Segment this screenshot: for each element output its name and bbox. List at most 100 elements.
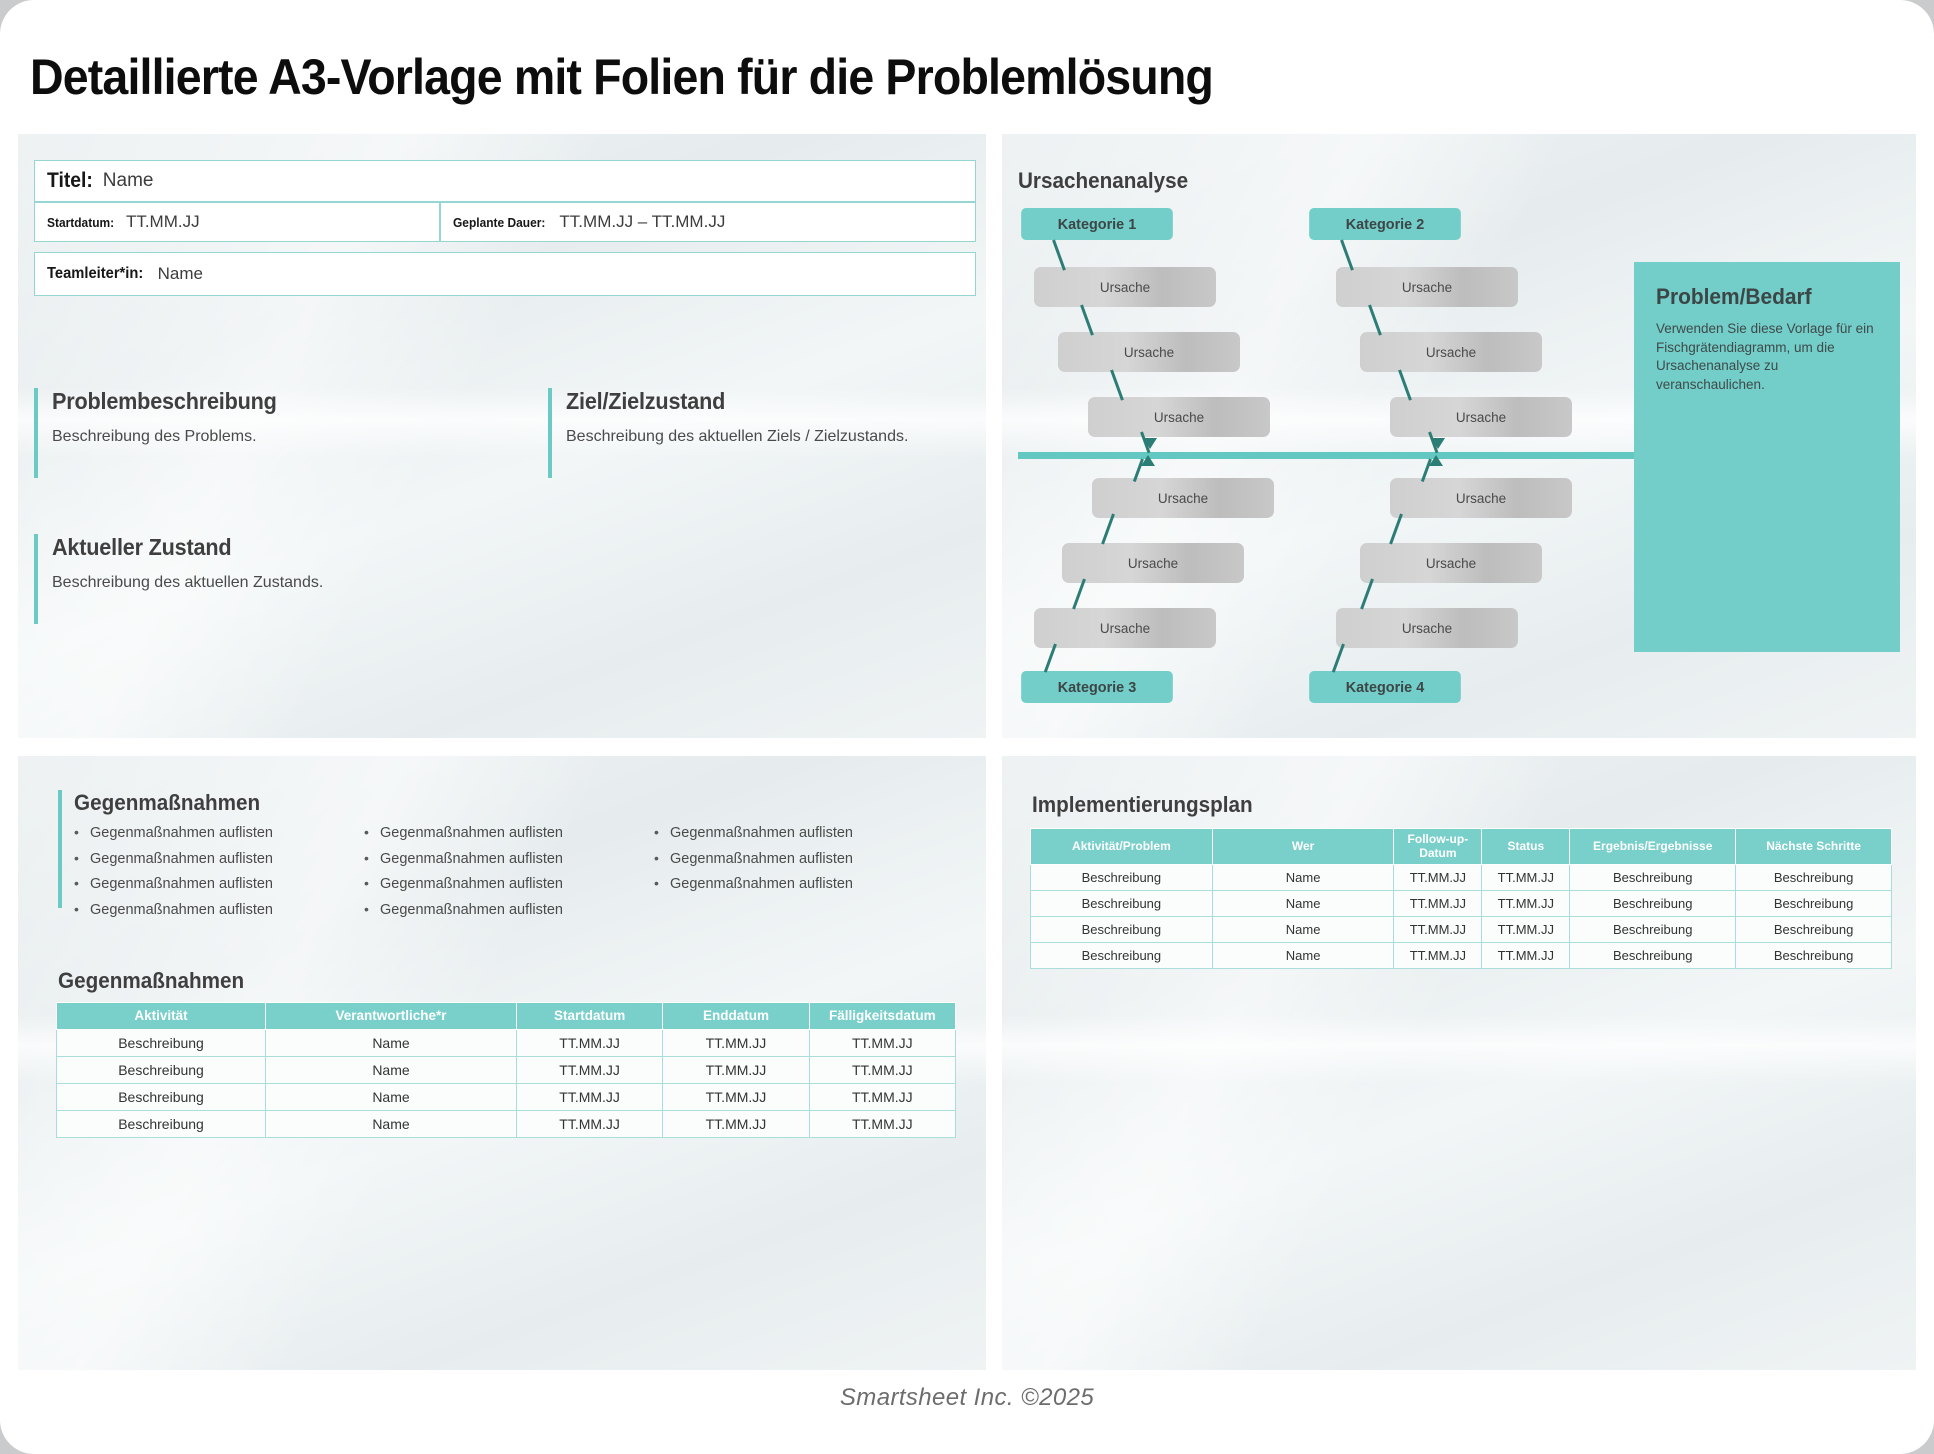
cell[interactable]: Name [1211, 864, 1395, 891]
title-field[interactable]: Titel: Name [34, 160, 976, 202]
cell[interactable]: Beschreibung [1569, 916, 1737, 943]
cell[interactable]: TT.MM.JJ [515, 1029, 664, 1057]
cell[interactable]: Beschreibung [55, 1110, 267, 1138]
cell[interactable]: Beschreibung [1030, 916, 1213, 943]
cell[interactable]: TT.MM.JJ [515, 1056, 664, 1084]
cell[interactable]: Name [1211, 916, 1395, 943]
fishbone-cause-box[interactable]: Ursache [1336, 608, 1518, 648]
countermeasures-table: Aktivität Verantwortliche*r Startdatum E… [55, 1002, 957, 1138]
fishbone-problem-heading: Problem/Bedarf [1656, 284, 1812, 309]
fishbone-category-2[interactable]: Kategorie 2 [1309, 208, 1461, 240]
section-heading: Problembeschreibung [52, 388, 277, 414]
team-leader-field[interactable]: Teamleiter*in: Name [34, 252, 976, 296]
cell[interactable]: Beschreibung [1569, 890, 1737, 917]
fishbone-cause-box[interactable]: Ursache [1390, 478, 1572, 518]
column-header: Wer [1211, 828, 1395, 865]
table-row: Beschreibung Name TT.MM.JJ TT.MM.JJ Besc… [1030, 916, 1892, 943]
cell[interactable]: Beschreibung [1735, 890, 1892, 917]
cell[interactable]: Beschreibung [1569, 864, 1737, 891]
cell[interactable]: TT.MM.JJ [808, 1056, 957, 1084]
list-item: Gegenmaßnahmen auflisten [364, 902, 654, 918]
cell[interactable]: TT.MM.JJ [662, 1056, 810, 1084]
section-current-state: Aktueller Zustand Beschreibung des aktue… [34, 534, 464, 624]
table-row: Beschreibung Name TT.MM.JJ TT.MM.JJ TT.M… [55, 1056, 957, 1084]
cell[interactable]: TT.MM.JJ [808, 1029, 957, 1057]
fishbone-cause-box[interactable]: Ursache [1336, 267, 1518, 307]
cell[interactable]: Beschreibung [1030, 890, 1213, 917]
cell[interactable]: TT.MM.JJ [1481, 916, 1571, 943]
cell[interactable]: TT.MM.JJ [515, 1110, 664, 1138]
fishbone-cause-box[interactable]: Ursache [1390, 397, 1572, 437]
list-item: Gegenmaßnahmen auflisten [74, 825, 364, 841]
fishbone-cause-box[interactable]: Ursache [1092, 478, 1274, 518]
section-body: Beschreibung des Problems. [52, 428, 257, 445]
footer-copyright: Smartsheet Inc. ©2025 [839, 1384, 1095, 1411]
cell[interactable]: TT.MM.JJ [1393, 942, 1483, 969]
cell[interactable]: Beschreibung [1030, 942, 1213, 969]
cell[interactable]: TT.MM.JJ [662, 1083, 810, 1111]
cell[interactable]: TT.MM.JJ [808, 1083, 957, 1111]
cell[interactable]: TT.MM.JJ [1481, 890, 1571, 917]
fishbone-cause-box[interactable]: Ursache [1034, 267, 1216, 307]
countermeasures-list-block: Gegenmaßnahmen Gegenmaßnahmen auflisten … [58, 790, 948, 928]
column-header: Startdatum [515, 1002, 664, 1030]
column-header: Follow-up-Datum [1393, 828, 1483, 865]
cell[interactable]: Name [265, 1056, 517, 1084]
countermeasures-column-3: Gegenmaßnahmen auflisten Gegenmaßnahmen … [654, 825, 944, 928]
cell[interactable]: TT.MM.JJ [1393, 890, 1483, 917]
countermeasures-heading: Gegenmaßnahmen [74, 790, 261, 815]
cell[interactable]: Beschreibung [1735, 942, 1892, 969]
fishbone-arrow-down [1431, 438, 1445, 449]
list-item: Gegenmaßnahmen auflisten [654, 825, 944, 841]
cell[interactable]: Beschreibung [1030, 864, 1213, 891]
cell[interactable]: TT.MM.JJ [515, 1083, 664, 1111]
cell[interactable]: TT.MM.JJ [662, 1110, 810, 1138]
fishbone-category-4[interactable]: Kategorie 4 [1309, 671, 1461, 703]
cell[interactable]: Beschreibung [55, 1056, 267, 1084]
cell[interactable]: Name [1211, 942, 1395, 969]
cell[interactable]: Name [1211, 890, 1395, 917]
table-row: Beschreibung Name TT.MM.JJ TT.MM.JJ Besc… [1030, 890, 1892, 917]
countermeasures-table-title: Gegenmaßnahmen [58, 968, 245, 993]
countermeasures-column-1: Gegenmaßnahmen auflisten Gegenmaßnahmen … [74, 825, 364, 928]
fishbone-cause-box[interactable]: Ursache [1088, 397, 1270, 437]
cell[interactable]: Beschreibung [1569, 942, 1737, 969]
cell[interactable]: Beschreibung [1735, 864, 1892, 891]
section-problem-description: Problembeschreibung Beschreibung des Pro… [34, 388, 444, 478]
cell[interactable]: Beschreibung [1735, 916, 1892, 943]
cell[interactable]: Beschreibung [55, 1029, 267, 1057]
fishbone-category-1[interactable]: Kategorie 1 [1021, 208, 1173, 240]
section-body: Beschreibung des aktuellen Zustands. [52, 574, 324, 591]
fishbone-problem-body: Verwenden Sie diese Vorlage für ein Fisc… [1656, 321, 1874, 392]
fishbone-cause-box[interactable]: Ursache [1062, 543, 1244, 583]
cell[interactable]: TT.MM.JJ [662, 1029, 810, 1057]
cell[interactable]: TT.MM.JJ [1481, 942, 1571, 969]
accent-bar [58, 790, 62, 908]
fishbone-cause-box[interactable]: Ursache [1034, 608, 1216, 648]
start-date-value: TT.MM.JJ [125, 212, 200, 231]
cell[interactable]: Name [265, 1029, 517, 1057]
planned-duration-field[interactable]: Geplante Dauer: TT.MM.JJ – TT.MM.JJ [440, 202, 976, 242]
cell[interactable]: TT.MM.JJ [1393, 916, 1483, 943]
cell[interactable]: Name [265, 1083, 517, 1111]
fishbone-cause-box[interactable]: Ursache [1058, 332, 1240, 372]
accent-bar [34, 388, 38, 478]
list-item: Gegenmaßnahmen auflisten [74, 851, 364, 867]
table-row: Beschreibung Name TT.MM.JJ TT.MM.JJ TT.M… [55, 1083, 957, 1111]
column-header: Fälligkeitsdatum [808, 1002, 957, 1030]
list-item: Gegenmaßnahmen auflisten [364, 825, 654, 841]
cell[interactable]: TT.MM.JJ [1481, 864, 1571, 891]
cell[interactable]: Name [265, 1110, 517, 1138]
start-date-field[interactable]: Startdatum: TT.MM.JJ [34, 202, 440, 242]
cell[interactable]: Beschreibung [55, 1083, 267, 1111]
table-header-row: Aktivität Verantwortliche*r Startdatum E… [55, 1002, 957, 1030]
implementation-plan-table: Aktivität/Problem Wer Follow-up-Datum St… [1030, 828, 1892, 969]
title-field-value: Name [102, 170, 154, 191]
cell[interactable]: TT.MM.JJ [808, 1110, 957, 1138]
cell[interactable]: TT.MM.JJ [1393, 864, 1483, 891]
fishbone-category-3[interactable]: Kategorie 3 [1021, 671, 1173, 703]
fishbone-cause-box[interactable]: Ursache [1360, 332, 1542, 372]
column-header: Aktivität/Problem [1030, 828, 1213, 865]
fishbone-cause-box[interactable]: Ursache [1360, 543, 1542, 583]
